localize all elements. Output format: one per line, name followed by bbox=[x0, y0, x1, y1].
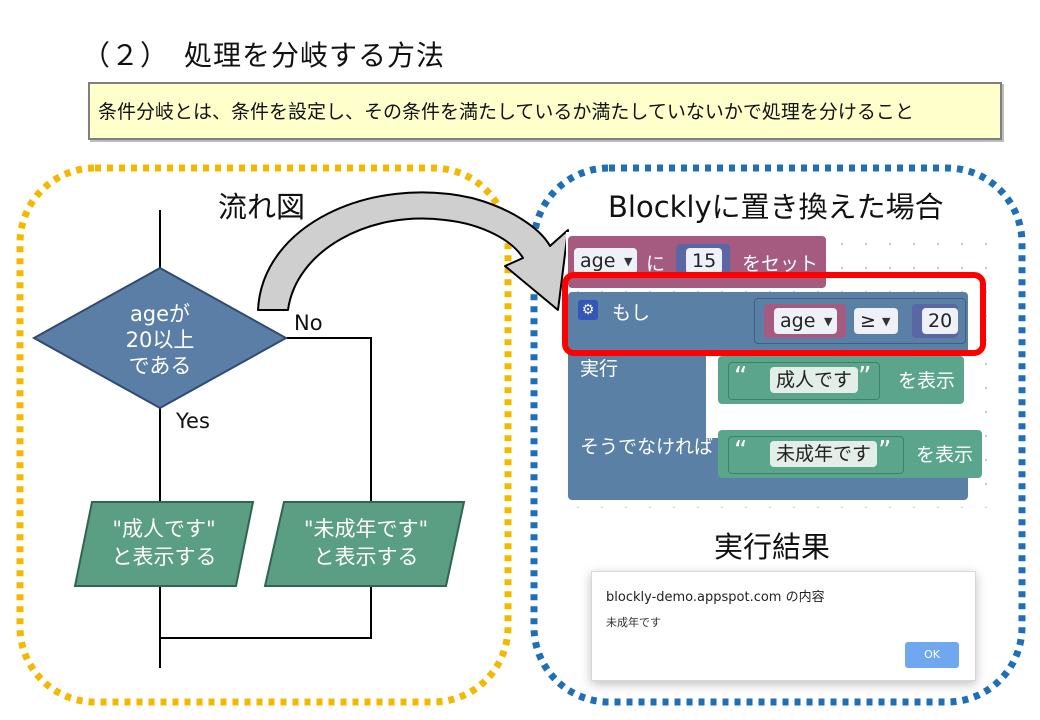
no-output-line2: と表示する bbox=[313, 545, 419, 569]
else-label: そうでなければ bbox=[580, 436, 714, 458]
compare-operator-field[interactable]: ≥ bbox=[854, 308, 898, 334]
yes-output-line1: "成人です" bbox=[112, 517, 216, 541]
else-suffix: を表示 bbox=[916, 444, 974, 466]
compare-variable-name: age bbox=[780, 310, 816, 332]
set-value[interactable]: 15 bbox=[686, 248, 723, 274]
set-variable-dropdown-icon[interactable]: ▼ bbox=[624, 255, 633, 268]
yes-output-shape bbox=[73, 501, 255, 587]
flowchart-heading: 流れ図 bbox=[218, 190, 306, 224]
decision-line2: 20以上 bbox=[125, 328, 195, 352]
then-suffix: を表示 bbox=[898, 370, 956, 392]
flow-line-no bbox=[286, 337, 372, 502]
gear-icon[interactable]: ⚙ bbox=[578, 300, 598, 320]
compare-value[interactable]: 20 bbox=[922, 308, 959, 334]
yes-label: Yes bbox=[176, 409, 210, 433]
no-output-shape bbox=[263, 501, 466, 587]
decision-line1: ageが bbox=[129, 302, 191, 326]
dialog-message: 未成年です bbox=[606, 616, 661, 629]
set-prefix: に bbox=[646, 253, 666, 275]
then-label: 実行 bbox=[580, 358, 619, 380]
compare-operator: ≥ bbox=[860, 310, 876, 332]
set-variable-field[interactable]: age bbox=[574, 248, 638, 274]
result-heading: 実行結果 bbox=[714, 530, 831, 564]
blockly-panel bbox=[530, 164, 1026, 706]
blockly-heading: Blocklyに置き換えた場合 bbox=[608, 190, 944, 224]
condition-highlight bbox=[562, 272, 986, 356]
compare-variable-dropdown-icon[interactable]: ▼ bbox=[824, 315, 833, 328]
compare-variable-field[interactable]: age bbox=[774, 308, 838, 334]
ok-button[interactable]: OK bbox=[905, 642, 959, 668]
page-title: （２） 処理を分岐する方法 bbox=[82, 39, 446, 72]
set-suffix: をセット bbox=[742, 253, 819, 275]
set-variable-name: age bbox=[580, 250, 616, 272]
no-label: No bbox=[294, 311, 323, 335]
transition-arrow bbox=[257, 191, 569, 311]
no-output-line1: "未成年です" bbox=[303, 517, 429, 541]
else-string-field[interactable]: 未成年です bbox=[770, 441, 878, 467]
decision-line3: である bbox=[128, 354, 192, 378]
dialog-title: blockly-demo.appspot.com の内容 bbox=[606, 590, 825, 605]
then-string-field[interactable]: 成人です bbox=[770, 367, 859, 393]
yes-output-line2: と表示する bbox=[111, 545, 217, 569]
definition-text: 条件分岐とは、条件を設定し、その条件を満たしているか満たしていないかで処理を分け… bbox=[98, 101, 914, 123]
flowchart-panel bbox=[16, 164, 512, 706]
else-quote-close: ” bbox=[878, 436, 892, 466]
if-label: もし bbox=[612, 302, 651, 324]
alert-dialog: blockly-demo.appspot.com の内容 未成年です OK bbox=[591, 571, 976, 681]
then-quote-open: “ bbox=[734, 362, 748, 392]
then-quote-close: ” bbox=[858, 362, 872, 392]
decision-diamond bbox=[31, 266, 289, 410]
flow-line-merge bbox=[160, 586, 372, 639]
else-quote-open: “ bbox=[734, 436, 748, 466]
blockly-workspace[interactable]: age ▼ に 15 をセット ⚙ もし age ▼ ≥ ▼ 20 実行 そうで… bbox=[566, 232, 990, 508]
compare-operator-dropdown-icon[interactable]: ▼ bbox=[882, 315, 891, 328]
definition-box: 条件分岐とは、条件を設定し、その条件を満たしているか満たしていないかで処理を分け… bbox=[88, 82, 1002, 140]
